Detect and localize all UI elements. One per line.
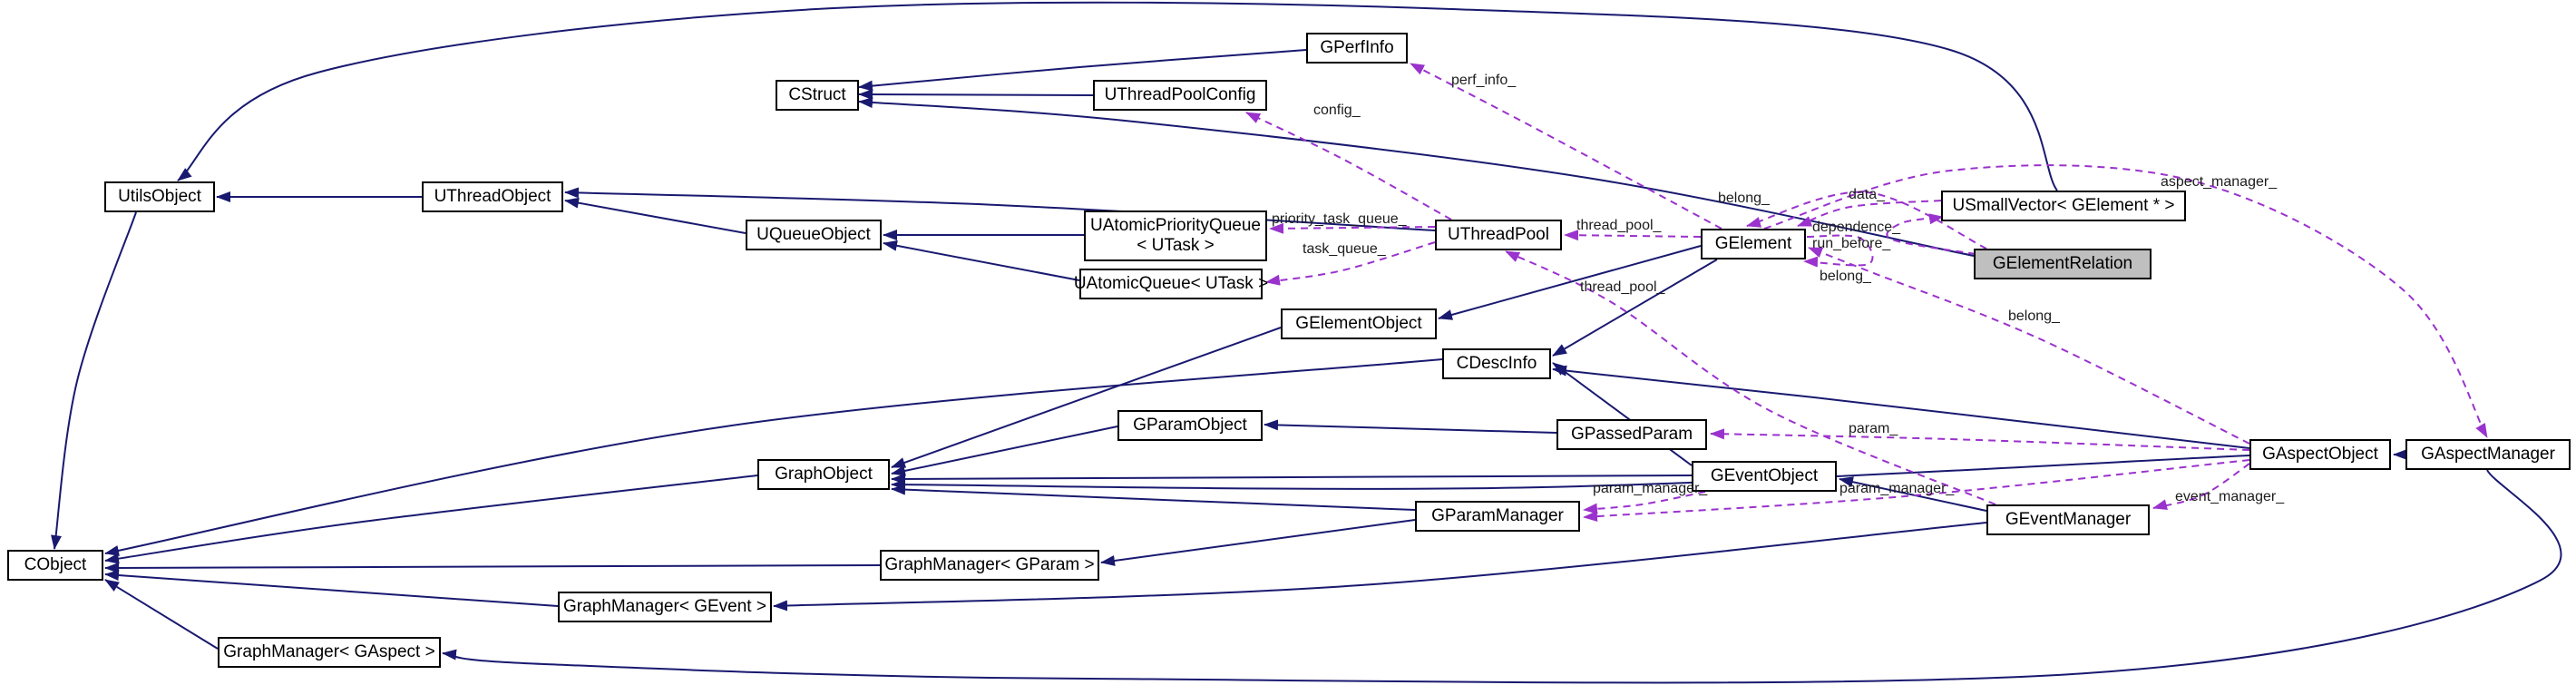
class-node-gelement[interactable]: GElement [1701,229,1806,259]
inheritance-edge-gelement-to-cdescinfo [1552,259,1718,357]
inheritance-edge-usmallvector-to-utilsobject [177,1,2058,191]
inheritance-edge-geventmanager-to-geventobject [1839,476,1987,512]
inheritance-edge-gaspectobject-to-graphobject [891,455,2250,491]
inheritance-edge-gparammanager-to-graphobject [891,484,1416,511]
inheritance-edge-uqueueobject-to-uthreadobject [564,197,746,234]
usage-edge-geventobject-to-gparammanager [1583,491,1706,514]
class-node-gparamobject[interactable]: GParamObject [1117,410,1263,441]
edge-label-gelement-to-gaspectmanager: aspect_manager_ [2161,174,2278,190]
inheritance-edge-cdescinfo-to-cobject [104,358,1443,556]
class-node-uthreadobject[interactable]: UThreadObject [422,181,563,212]
edge-label-usmallvector-to-gelement: data_ [1849,187,1886,202]
edge-label-gaspectobject-to-gpassedparam: param_ [1849,421,1898,436]
class-node-graphmanager-gparam[interactable]: GraphManager< GParam > [880,550,1099,581]
usage-edge-gelement-to-uthreadpool [1564,230,1702,241]
edge-label-uthreadpool-to-uatomicqueue: task_queue_ [1303,241,1386,257]
class-node-uatomicpriorityqueue[interactable]: UAtomicPriorityQueue< UTask > [1084,210,1267,261]
edge-label-gelementrelation-to-usmallvector: dependence_run_before_ [1812,220,1900,251]
class-node-usmallvector[interactable]: USmallVector< GElement * > [1941,191,2186,221]
edge-label-gaspectobject-to-gelement: belong_ [2008,308,2060,324]
class-node-gperfinfo[interactable]: GPerfInfo [1306,33,1408,64]
usage-edge-gaspectobject-to-geventmanager [2152,463,2250,511]
inheritance-edge-graphmanager-gparam-to-cobject [104,562,881,573]
class-node-geventobject[interactable]: GEventObject [1692,461,1837,492]
edge-label-geventobject-to-gparammanager: param_manager_ [1593,481,1708,496]
edge-label-uthreadpool-to-uatomicpriorityqueue: priority_task_queue_ [1272,211,1407,227]
class-node-graphmanager-gaspect[interactable]: GraphManager< GAspect > [218,637,441,668]
class-node-gaspectobject[interactable]: GAspectObject [2249,439,2391,470]
inheritance-edge-gaspectmanager-to-graphmanager-gaspect [442,469,2562,684]
inheritance-edge-graphobject-to-cobject [104,475,758,564]
inheritance-edge-uthreadpoolconfig-to-cstruct [858,89,1094,101]
edge-label-gelement-to-gelement: belong_ [1820,269,1871,284]
inheritance-edge-geventobject-to-graphobject [891,473,1693,484]
edge-label-gelementrelation-to-gelement: belong_ [1718,191,1770,206]
edge-label-gaspectobject-to-gparammanager: param_manager_ [1839,481,1955,496]
inheritance-edge-gparammanager-to-graphmanager-gparam [1100,519,1416,566]
class-node-gparammanager[interactable]: GParamManager [1415,501,1580,532]
class-node-gelementrelation: GElementRelation [1974,249,2152,279]
inheritance-edge-gaspectobject-to-cdescinfo [1552,365,2250,449]
usage-edge-gelement-to-gaspectmanager [1763,164,2488,438]
edge-label-uthreadpool-to-uthreadpoolconfig: config_ [1313,103,1361,118]
usage-edge-gelement-to-gelement [1803,234,1874,268]
usage-edge-gelementrelation-to-gelement [1746,191,1987,250]
edge-label-gelement-to-gperfinfo: perf_info_ [1451,73,1517,88]
class-node-cstruct[interactable]: CStruct [776,80,859,111]
class-node-uthreadpoolconfig[interactable]: UThreadPoolConfig [1093,80,1267,111]
class-node-geventmanager[interactable]: GEventManager [1986,504,2150,535]
usage-edge-gaspectobject-to-gparammanager [1583,459,2250,523]
class-node-cobject[interactable]: CObject [7,550,103,581]
inheritance-edge-uatomicqueue-to-uqueueobject [883,240,1080,281]
inheritance-edge-utilsobject-to-cobject [51,211,137,550]
usage-edge-gaspectobject-to-gelement [1808,247,2250,445]
class-node-gelementobject[interactable]: GElementObject [1281,308,1437,339]
usage-edge-uthreadpool-to-uthreadpoolconfig [1245,112,1452,220]
inheritance-edge-gperfinfo-to-cstruct [858,49,1307,92]
usage-edge-gelementrelation-to-usmallvector [1886,213,1976,255]
inheritance-edge-uthreadpool-to-uthreadobject [564,187,1436,231]
inheritance-edge-geventobject-to-cdescinfo [1552,362,1693,466]
class-node-uatomicqueue[interactable]: UAtomicQueue< UTask > [1074,269,1268,299]
inheritance-edge-gelement-to-gelementobject [1438,245,1702,320]
class-node-graphmanager-gevent[interactable]: GraphManager< GEvent > [558,592,772,622]
edge-label-geventmanager-to-uthreadpool: thread_pool_ [1580,279,1665,295]
class-node-cdescinfo[interactable]: CDescInfo [1442,348,1551,379]
class-node-graphobject[interactable]: GraphObject [757,459,890,490]
class-node-gpassedparam[interactable]: GPassedParam [1556,419,1707,450]
inheritance-edge-geventmanager-to-graphmanager-gevent [773,522,1987,612]
inheritance-edge-gelementobject-to-graphobject [891,327,1282,468]
usage-edge-usmallvector-to-gelement [1797,200,1942,227]
class-node-utilsobject[interactable]: UtilsObject [104,181,215,212]
usage-edge-gaspectobject-to-gpassedparam [1710,428,2250,451]
inheritance-edge-graphmanager-gaspect-to-cobject [104,579,219,650]
inheritance-edge-gparamobject-to-graphobject [891,426,1118,476]
usage-edge-uthreadpool-to-uatomicpriorityqueue [1269,222,1436,234]
inheritance-edge-graphmanager-gevent-to-cobject [104,570,559,607]
edge-label-gaspectobject-to-geventmanager: event_manager_ [2175,489,2285,504]
inheritance-edge-gpassedparam-to-gparamobject [1264,419,1557,434]
usage-edge-uthreadpool-to-uatomicqueue [1265,241,1436,286]
class-node-uthreadpool[interactable]: UThreadPool [1435,220,1562,250]
class-node-gaspectmanager[interactable]: GAspectManager [2405,439,2571,470]
class-node-uqueueobject[interactable]: UQueueObject [746,220,882,250]
usage-edge-geventmanager-to-uthreadpool [1505,250,1996,505]
inheritance-edge-gelementrelation-to-cstruct [858,97,1975,257]
edge-label-gelement-to-uthreadpool: thread_pool_ [1576,218,1662,233]
usage-edge-gelement-to-gperfinfo [1410,63,1722,230]
